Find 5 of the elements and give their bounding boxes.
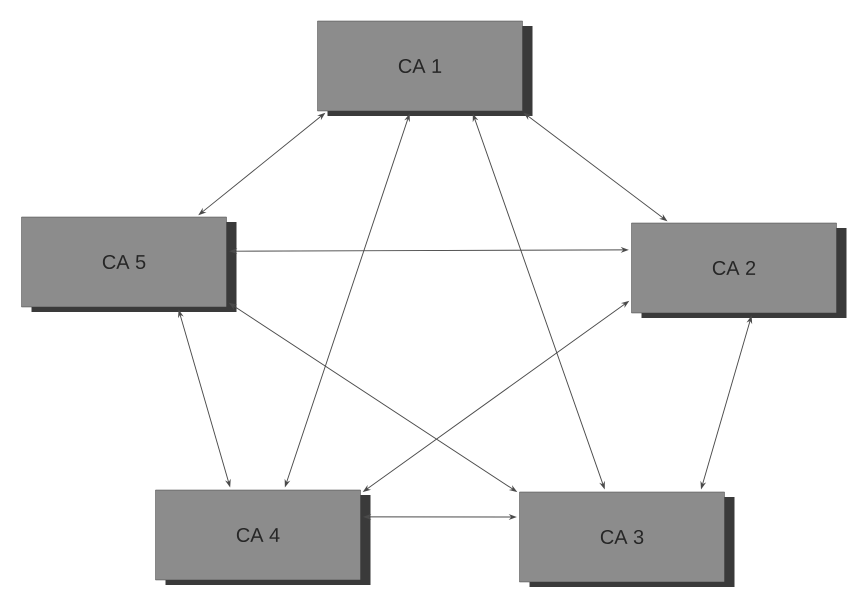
- process-box: CA 1: [317, 20, 532, 116]
- process-box: CA 5: [21, 216, 236, 312]
- process-box: CA 3: [519, 492, 734, 587]
- process-box: CA 2: [631, 222, 846, 318]
- process-box: CA 4: [155, 490, 370, 585]
